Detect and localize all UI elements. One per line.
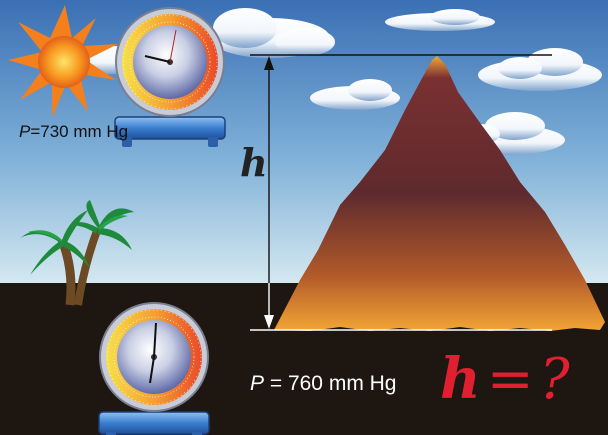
sun-icon bbox=[8, 5, 118, 118]
pressure-symbol: P bbox=[19, 122, 31, 141]
barometer-icon bbox=[98, 302, 210, 435]
question-equals: = bbox=[486, 347, 534, 412]
pressure-symbol: P bbox=[250, 372, 265, 395]
height-question: h=? bbox=[440, 346, 570, 412]
pressure-value: =730 mm Hg bbox=[30, 122, 129, 141]
pressure-value: = 760 mm Hg bbox=[264, 372, 397, 395]
question-mark: ? bbox=[539, 347, 570, 412]
question-symbol: h bbox=[440, 346, 481, 412]
cloud-icon bbox=[310, 79, 400, 110]
palm-tree-icon bbox=[20, 200, 134, 306]
bottom-pressure-label: P = 760 mm Hg bbox=[250, 372, 397, 396]
height-label: h bbox=[240, 140, 268, 185]
top-pressure-label: P=730 mm Hg bbox=[19, 122, 128, 142]
height-arrow-icon bbox=[250, 54, 552, 331]
mountain-icon bbox=[274, 56, 605, 331]
cloud-icon bbox=[385, 9, 495, 31]
barometer-icon bbox=[114, 7, 226, 148]
